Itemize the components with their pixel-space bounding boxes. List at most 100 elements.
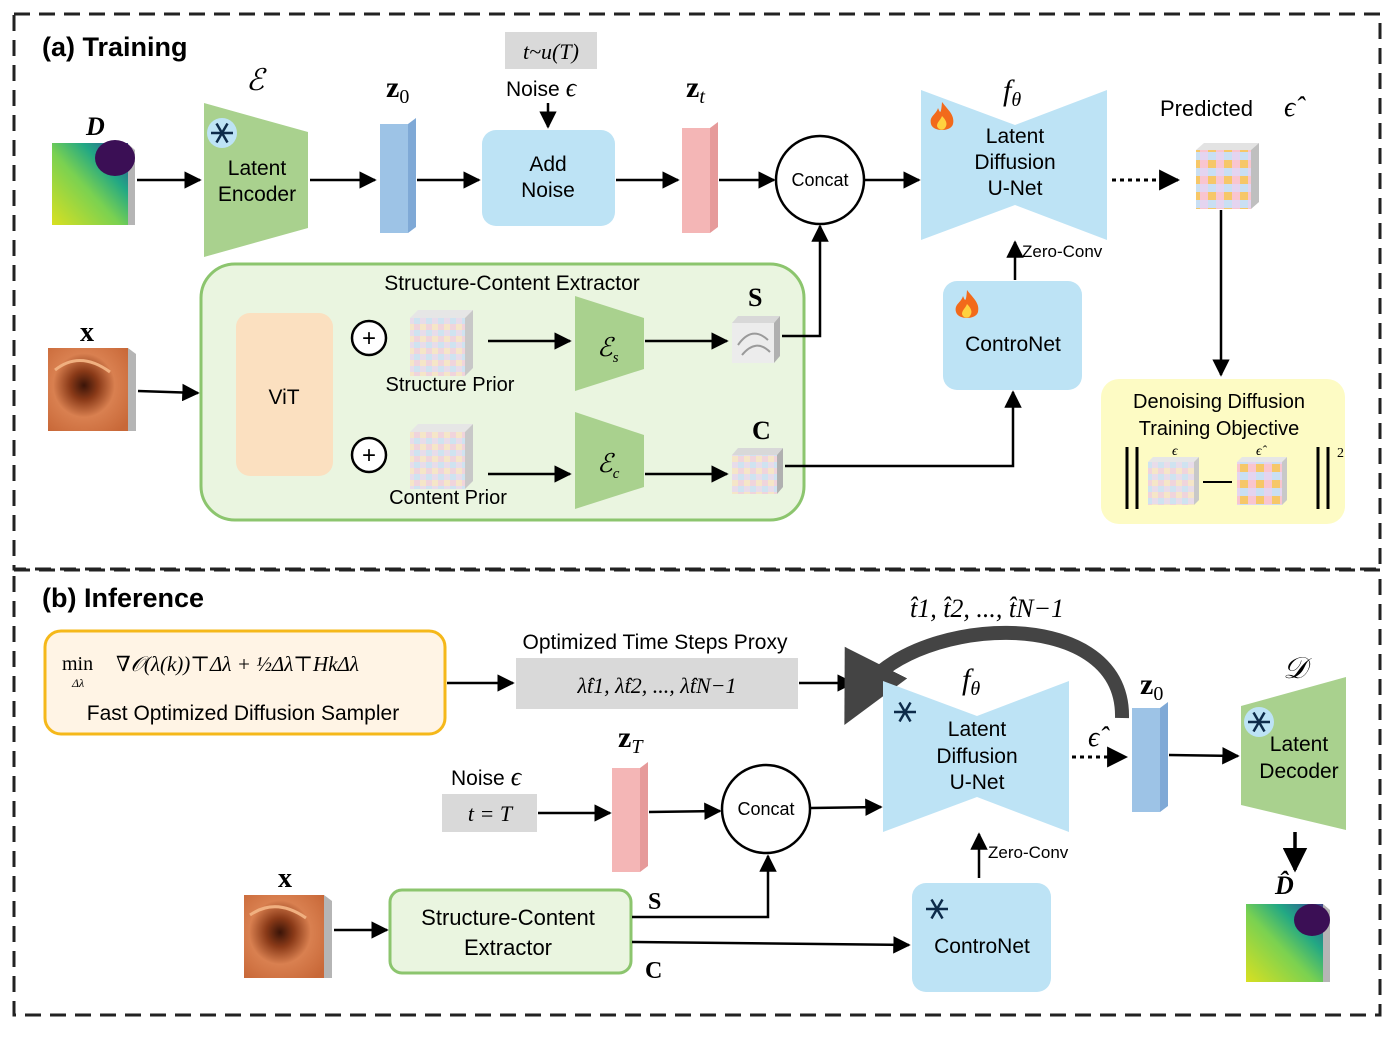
structure-feature-cube xyxy=(732,316,780,363)
inference-title: (b) Inference xyxy=(42,583,204,613)
s-label: S xyxy=(748,283,762,312)
arrow-s-to-concat-inference xyxy=(632,854,777,919)
plus-symbol: + xyxy=(362,325,376,352)
z0-symbol: z0 xyxy=(386,71,409,108)
snowflake-icon xyxy=(1244,707,1274,737)
latent-diffusion-unet xyxy=(921,90,1107,240)
proxy-box xyxy=(516,658,798,709)
vit-block xyxy=(236,313,333,476)
predicted-symbol: ϵ̂ xyxy=(1284,92,1306,123)
inference-concat-label: Concat xyxy=(737,799,794,819)
unet-line2: Diffusion xyxy=(974,151,1055,174)
encoder-label-line1: Latent xyxy=(228,157,287,180)
inference-panel-border xyxy=(12,568,1382,1017)
inference-concat-node xyxy=(720,763,812,855)
controlnet-label: ControNet xyxy=(965,333,1061,356)
add-noise-line1: Add xyxy=(529,153,566,176)
ec-symbol: ℰc xyxy=(597,449,620,482)
predicted-label: Predicted xyxy=(1160,96,1253,121)
timestep-box xyxy=(505,32,597,69)
plus-symbol: + xyxy=(362,442,376,469)
inference-structure-content-extractor xyxy=(388,888,633,975)
inference-endoscopy-image xyxy=(244,895,332,978)
structure-prior-label: Structure Prior xyxy=(386,374,515,396)
content-prior-cube xyxy=(410,424,473,489)
fire-icon xyxy=(930,102,954,130)
objective-line2: Training Objective xyxy=(1139,418,1299,440)
encoder-label-line2: Encoder xyxy=(218,183,296,206)
sampler-label: Fast Optimized Diffusion Sampler xyxy=(87,702,399,725)
concat-node xyxy=(774,134,866,226)
norm-bars xyxy=(1125,447,1330,509)
inference-z0-symbol: z0 xyxy=(1140,668,1163,705)
snowflake-icon xyxy=(922,894,952,924)
structure-prior-cube xyxy=(410,310,473,376)
inference-s-label: S xyxy=(648,889,661,915)
extractor-title: Structure-Content Extractor xyxy=(384,272,640,295)
inference-eps-hat: ϵ̂ xyxy=(1088,722,1110,753)
objective-eps: ϵ xyxy=(1172,444,1179,459)
snowflake-icon xyxy=(207,118,237,148)
structure-encoder xyxy=(575,296,644,391)
timestep-feedback-arc xyxy=(844,625,1130,725)
unet-line3: U-Net xyxy=(988,177,1043,200)
add-noise-line2: Noise xyxy=(521,179,575,202)
inference-latent-diffusion-unet xyxy=(883,681,1069,832)
unet-line1: Latent xyxy=(986,125,1045,148)
decoder-line2: Decoder xyxy=(1259,760,1338,783)
sampler-formula-body: ∇𝒪(λ(k))⊤Δλ + ½Δλ⊤HkΔλ xyxy=(116,652,359,676)
decoder-symbol: 𝒟 xyxy=(1283,652,1312,685)
fast-optimized-sampler xyxy=(43,629,447,736)
inference-extractor-line1: Structure-Content xyxy=(421,905,595,930)
predicted-noise-cube-small xyxy=(1237,457,1287,505)
objective-power: 2 xyxy=(1337,446,1344,461)
inference-image-label: x xyxy=(278,863,292,894)
vit-label: ViT xyxy=(268,386,299,409)
concat-label: Concat xyxy=(791,170,848,190)
decoder-line1: Latent xyxy=(1270,733,1329,756)
timestep-label: t~u(T) xyxy=(523,39,579,64)
add-noise-box xyxy=(482,130,615,226)
arrow-c-to-controlnet-inference xyxy=(631,936,911,954)
zt-latent-block xyxy=(682,122,718,233)
arrow-z0-to-decoder xyxy=(1168,747,1240,765)
proxy-title: Optimized Time Steps Proxy xyxy=(523,631,788,654)
training-title: (a) Training xyxy=(42,32,188,62)
sampler-formula-sub: Δλ xyxy=(71,676,84,690)
zt-symbol: zt xyxy=(686,71,705,108)
arrow-c-to-controlnet xyxy=(785,390,1022,468)
zT-symbol: zT xyxy=(618,721,644,758)
image-input-label: x xyxy=(80,317,94,348)
fire-icon xyxy=(955,290,979,318)
inference-zero-conv-label: Zero-Conv xyxy=(988,843,1069,862)
endoscopy-image xyxy=(48,348,136,431)
arrow-zT-to-concat xyxy=(648,802,722,820)
snowflake-icon xyxy=(890,697,920,727)
arrow-concat-to-unet-inference xyxy=(810,798,883,816)
content-prior-label: Content Prior xyxy=(389,487,507,509)
inference-z0-latent-block xyxy=(1132,702,1168,812)
inference-unet-line3: U-Net xyxy=(950,771,1005,794)
sampler-formula-min: min xyxy=(62,653,93,675)
content-feature-cube xyxy=(732,448,783,494)
inference-controlnet-label: ControNet xyxy=(934,935,1030,958)
true-noise-cube xyxy=(1148,457,1199,505)
proxy-values: λ̂t1, λ̂t2, ..., λ̂tN−1 xyxy=(577,673,737,698)
output-depth-map xyxy=(1246,904,1330,982)
output-depth-label: D̂ xyxy=(1274,871,1294,900)
zT-latent-block xyxy=(612,762,648,872)
es-symbol: ℰs xyxy=(597,333,619,366)
inference-c-label: C xyxy=(645,958,662,984)
arrow-image-to-extractor xyxy=(137,383,200,402)
add-structure-node xyxy=(350,319,388,357)
depth-map-image xyxy=(52,140,135,225)
inference-extractor-line2: Extractor xyxy=(464,935,552,960)
timesteps-label: t̂1, t̂2, ..., t̂N−1 xyxy=(910,594,1064,623)
inference-unet-line2: Diffusion xyxy=(936,745,1017,768)
predicted-noise-cube xyxy=(1196,143,1259,209)
add-content-node xyxy=(350,436,388,474)
content-encoder xyxy=(575,412,644,509)
arrow-s-to-concat xyxy=(782,224,829,338)
